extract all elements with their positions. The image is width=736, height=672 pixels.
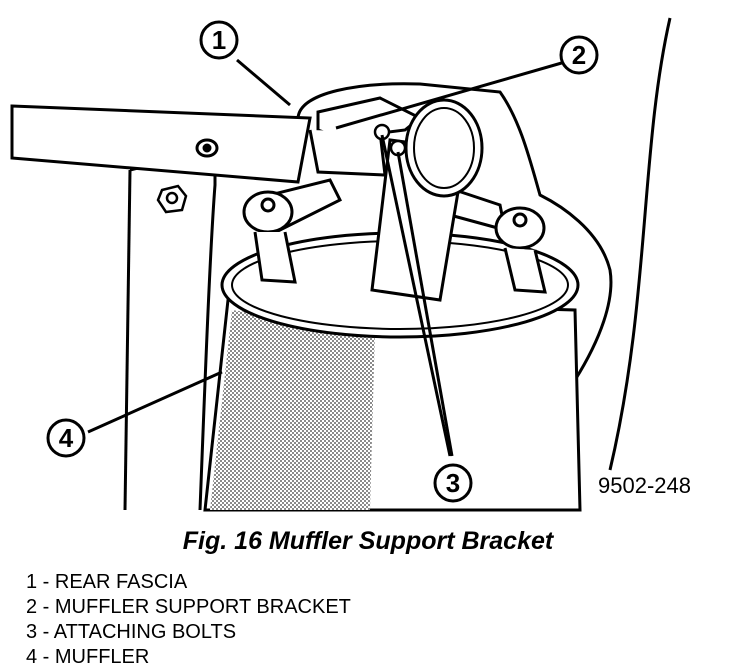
callout-3-number: 3 bbox=[446, 468, 460, 498]
support-bracket-drawing bbox=[242, 96, 547, 294]
crossmember bbox=[10, 104, 312, 184]
legend-item: 1 - REAR FASCIA bbox=[26, 571, 188, 593]
callout-3: 3 bbox=[433, 463, 473, 503]
callout-2-number: 2 bbox=[572, 40, 586, 70]
panel-nut bbox=[156, 184, 188, 214]
legend-item: 2 - MUFFLER SUPPORT BRACKET bbox=[26, 596, 351, 618]
figure-caption-text: Fig. 16 Muffler Support Bracket bbox=[182, 527, 554, 555]
legend-item: 3 - ATTACHING BOLTS bbox=[26, 621, 237, 643]
callout-4: 4 bbox=[46, 418, 86, 458]
callout-1-number: 1 bbox=[212, 25, 226, 55]
callout-4-number: 4 bbox=[59, 423, 74, 453]
figure-code: 9502-248 bbox=[598, 473, 691, 498]
figure-caption: Fig. 16 Muffler Support Bracket bbox=[0, 527, 736, 556]
legend-item: 4 - MUFFLER bbox=[26, 646, 150, 668]
callout-1: 1 bbox=[199, 20, 239, 60]
legend: 1 - REAR FASCIA 2 - MUFFLER SUPPORT BRAC… bbox=[26, 570, 351, 670]
callout-2: 2 bbox=[559, 35, 599, 75]
leader-lines bbox=[87, 58, 573, 457]
muffler-bracket-illustration: 1 2 3 4 bbox=[10, 17, 672, 512]
